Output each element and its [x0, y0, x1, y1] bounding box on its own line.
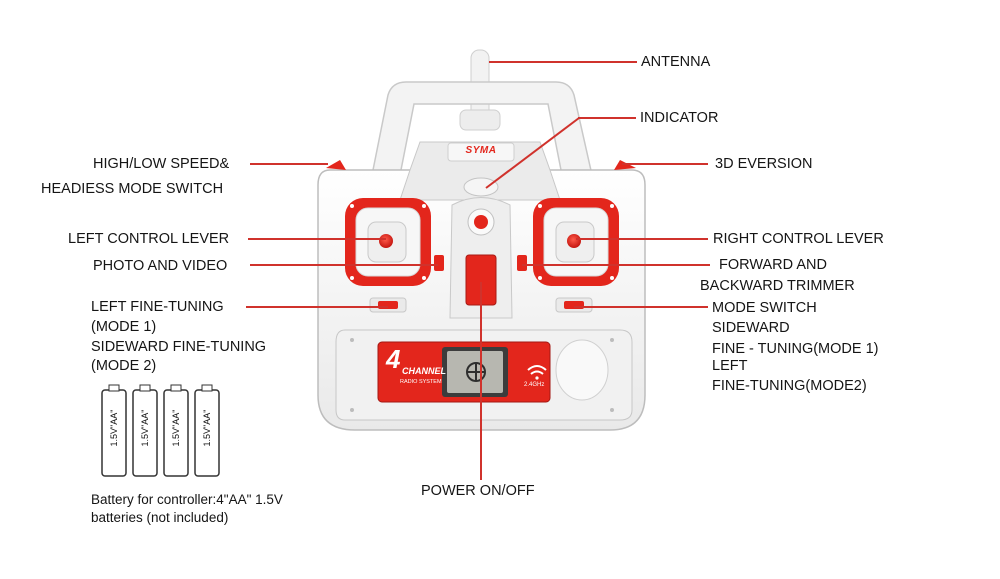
photo-video-leader	[250, 264, 438, 266]
label-mode-5: FINE-TUNING(MODE2)	[712, 378, 867, 394]
label-left-lever: LEFT CONTROL LEVER	[68, 231, 230, 247]
speed-switch-leader	[250, 163, 328, 165]
speed-switch-shape	[326, 160, 346, 170]
label-antenna: ANTENNA	[641, 54, 711, 70]
label-left-fine-1: LEFT FINE-TUNING	[91, 299, 224, 315]
label-eversion: 3D EVERSION	[715, 156, 813, 172]
channel-badge-number: 4	[386, 344, 401, 374]
left-fine-leader	[246, 306, 388, 308]
battery-icon	[194, 384, 220, 477]
label-speed-switch-2: HEADIESS MODE SWITCH	[41, 181, 224, 197]
eversion-button-shape	[614, 160, 636, 170]
indicator-leader	[578, 117, 636, 119]
label-left-fine-2: (MODE 1)	[91, 319, 157, 335]
antenna-leader	[489, 61, 637, 63]
label-left-fine-4: (MODE 2)	[91, 358, 157, 374]
label-power: POWER ON/OFF	[421, 483, 535, 499]
label-mode-3: FINE - TUNING(MODE 1)	[712, 341, 879, 357]
forward-trimmer-shape	[517, 255, 527, 271]
brand-logo: SYMA	[465, 145, 497, 156]
left-lever-leader	[248, 238, 386, 240]
battery-note-line2: batteries (not included)	[91, 510, 229, 525]
label-forward-2: BACKWARD TRIMMER	[700, 278, 855, 294]
label-photo-video: PHOTO AND VIDEO	[93, 258, 228, 274]
label-speed-switch-1: HIGH/LOW SPEED&	[93, 156, 230, 172]
battery-icon	[101, 384, 127, 477]
frequency-label: 2.4GHz	[524, 382, 545, 388]
mode-switch-leader	[574, 306, 708, 308]
right-lever-leader	[576, 238, 708, 240]
label-mode-4: LEFT	[712, 358, 748, 374]
label-forward-1: FORWARD AND	[719, 257, 827, 273]
label-left-fine-3: SIDEWARD FINE-TUNING	[91, 339, 267, 355]
power-leader	[480, 282, 482, 480]
battery-icon	[163, 384, 189, 477]
photo-video-button-shape	[434, 255, 444, 271]
eversion-leader	[622, 163, 708, 165]
channel-badge-subtext: RADIO SYSTEM	[400, 379, 442, 385]
battery-group	[101, 384, 220, 477]
label-indicator: INDICATOR	[640, 110, 719, 126]
battery-note-line1: Battery for controller:4"AA" 1.5V	[91, 492, 283, 507]
battery-icon	[132, 384, 158, 477]
indicator-led	[463, 177, 499, 197]
label-mode-2: SIDEWARD	[712, 320, 790, 336]
label-right-lever: RIGHT CONTROL LEVER	[713, 231, 884, 247]
label-mode-1: MODE SWITCH	[712, 300, 817, 316]
forward-trimmer-leader	[522, 264, 710, 266]
channel-badge-text: CHANNEL	[402, 366, 446, 376]
